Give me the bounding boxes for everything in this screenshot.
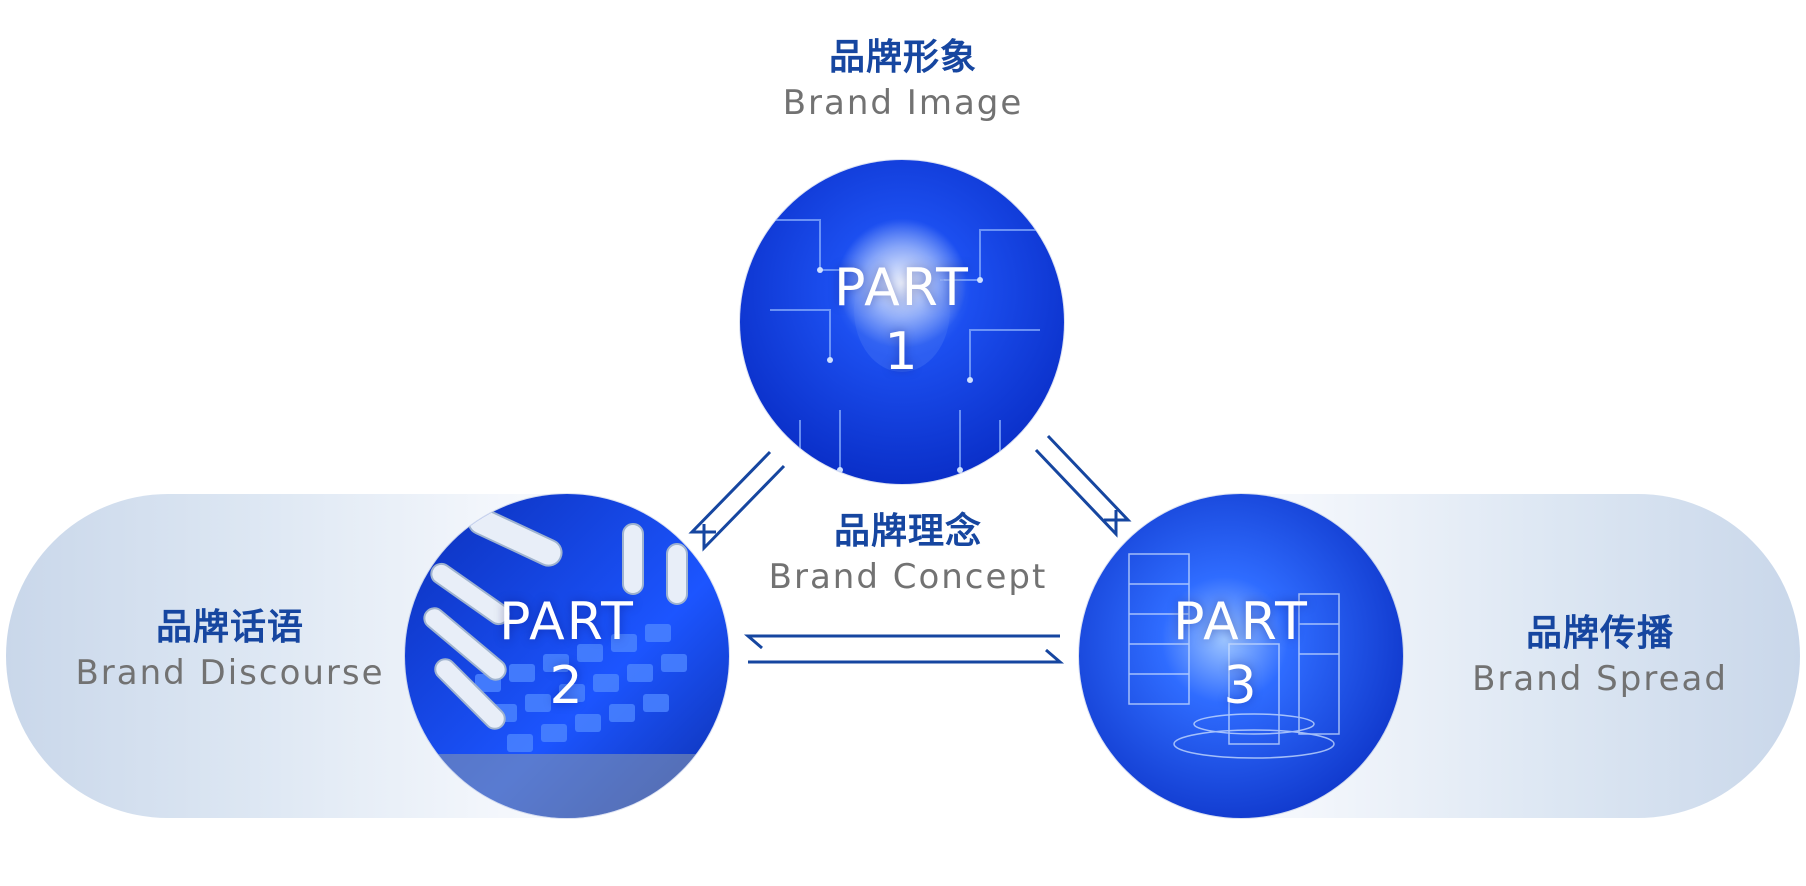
double-arrow-icon xyxy=(692,452,784,548)
double-arrow-icon xyxy=(1036,436,1128,534)
double-arrow-icon xyxy=(748,636,1060,662)
